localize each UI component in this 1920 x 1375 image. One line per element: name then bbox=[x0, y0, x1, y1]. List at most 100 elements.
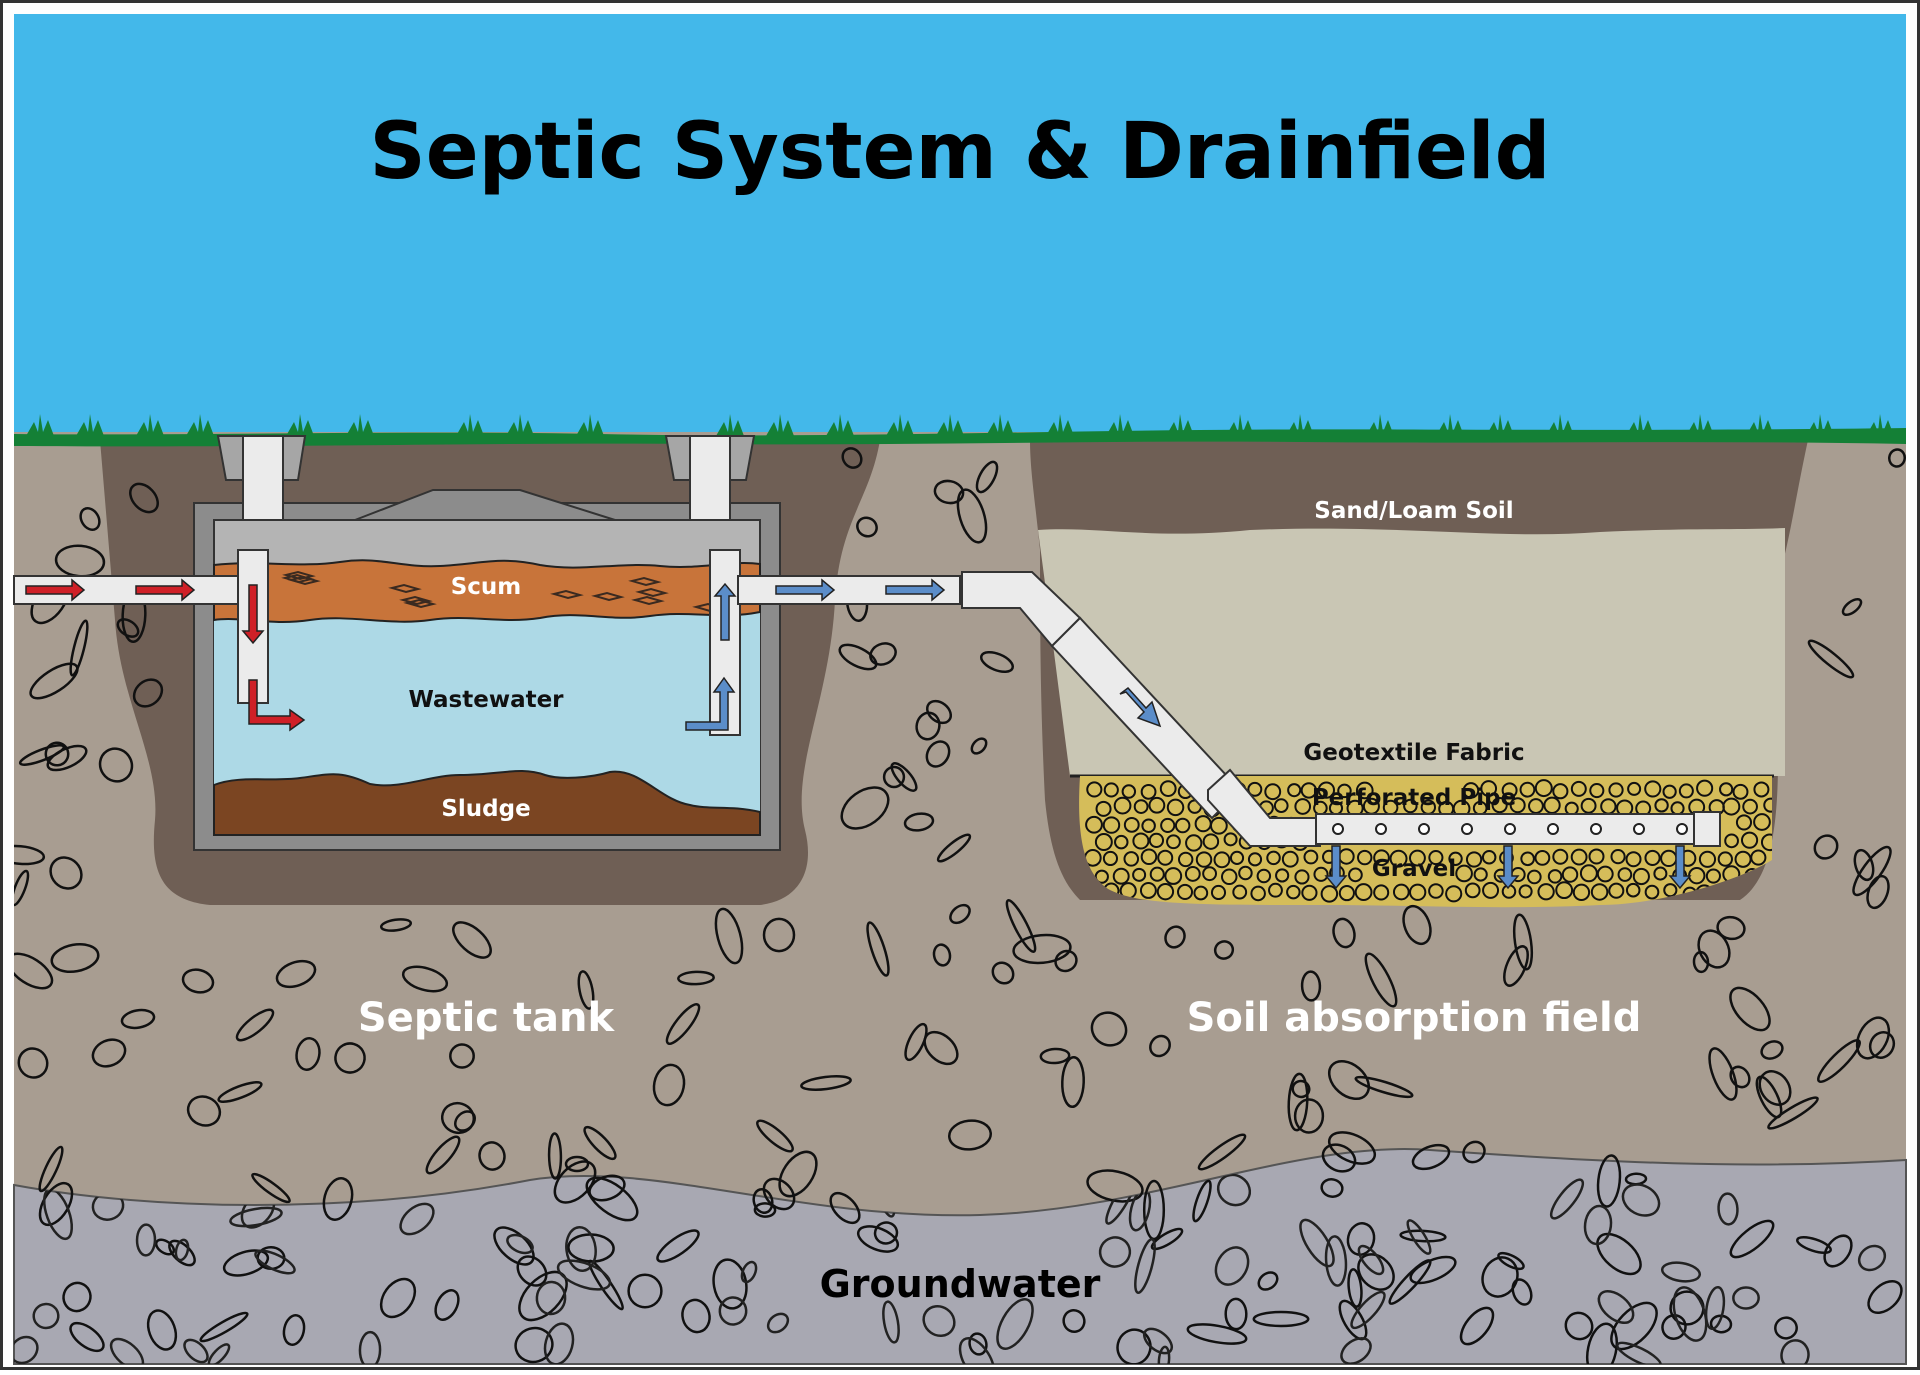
gravel-stone bbox=[1287, 783, 1302, 798]
gravel-stone bbox=[1114, 834, 1129, 850]
gravel-stone bbox=[1590, 883, 1609, 901]
soil-stone bbox=[282, 1314, 306, 1346]
groundwater-stone bbox=[882, 1300, 900, 1344]
groundwater-stone bbox=[535, 1280, 567, 1316]
soil-stone bbox=[322, 1177, 354, 1221]
grass-tuft bbox=[346, 414, 374, 436]
soil-stone bbox=[968, 1332, 988, 1356]
gravel-stone bbox=[1534, 849, 1551, 866]
gravel-stone bbox=[1519, 781, 1536, 798]
soil-stone bbox=[1142, 1179, 1166, 1241]
gravel-stone bbox=[1445, 885, 1463, 903]
gravel-stone bbox=[1644, 884, 1660, 900]
soil-stone bbox=[1481, 1256, 1519, 1298]
gravel-stone bbox=[1473, 867, 1488, 882]
soil-stone bbox=[1760, 1040, 1784, 1060]
soil-stone bbox=[656, 1229, 700, 1263]
grass-tuft bbox=[1486, 414, 1514, 436]
soil-stone bbox=[1327, 1131, 1377, 1165]
soil-stone bbox=[840, 786, 890, 830]
grass-tuft bbox=[136, 414, 164, 436]
gravel-stone bbox=[1742, 798, 1758, 815]
soil-stone bbox=[1012, 933, 1072, 965]
groundwater-stone bbox=[1142, 1327, 1174, 1355]
gravel-stone bbox=[1373, 884, 1390, 901]
soil-stone bbox=[1287, 1072, 1309, 1132]
soil-stone bbox=[425, 1135, 461, 1175]
gravel-stone bbox=[1159, 780, 1177, 798]
groundwater-stone bbox=[958, 1337, 996, 1364]
grass-tuft bbox=[1106, 414, 1134, 436]
gravel-stone bbox=[1547, 869, 1563, 884]
gravel-stone bbox=[1543, 796, 1561, 814]
gravel-stone bbox=[1428, 849, 1444, 866]
soil-stone bbox=[1716, 915, 1746, 941]
soil-stone bbox=[186, 1095, 222, 1127]
gravel-stone bbox=[1102, 816, 1121, 834]
soil-stone bbox=[915, 711, 941, 741]
groundwater-stone bbox=[1616, 1341, 1662, 1364]
gravel-stone bbox=[1294, 798, 1312, 815]
flow-arrow bbox=[135, 578, 196, 602]
soil-stone bbox=[903, 812, 935, 832]
groundwater-stone bbox=[399, 1202, 435, 1236]
gravel-stone bbox=[1428, 883, 1444, 899]
gravel-stone bbox=[1123, 816, 1140, 833]
soil-stone bbox=[1321, 1143, 1357, 1173]
groundwater-stone bbox=[996, 1298, 1034, 1350]
gravel-stone bbox=[1518, 884, 1533, 899]
gravel-stone bbox=[1644, 849, 1661, 866]
soil-stone bbox=[585, 1176, 639, 1222]
inlet-tee bbox=[237, 549, 269, 704]
groundwater-stone bbox=[1549, 1178, 1585, 1220]
scum-fleck bbox=[550, 589, 584, 600]
soil-stone bbox=[222, 1249, 270, 1277]
gravel-stone bbox=[1580, 797, 1597, 814]
groundwater-stone bbox=[1717, 1192, 1739, 1226]
groundwater-stone bbox=[1660, 1261, 1702, 1283]
soil-stone bbox=[925, 740, 951, 768]
groundwater-stone bbox=[14, 1335, 39, 1364]
gravel-stone bbox=[1717, 851, 1733, 867]
soil-stone bbox=[756, 1119, 794, 1153]
soil-stone bbox=[1511, 1278, 1533, 1306]
gravel-stone bbox=[1113, 796, 1132, 815]
soil-stone bbox=[1853, 848, 1875, 882]
label-gravel: Gravel bbox=[1372, 856, 1456, 882]
soil-stone bbox=[1005, 899, 1037, 953]
grass-tuft bbox=[1226, 414, 1254, 436]
gravel-stone bbox=[1627, 781, 1642, 796]
soil-stone bbox=[132, 678, 164, 708]
gravel-stone bbox=[1403, 798, 1418, 814]
gravel-stone bbox=[1317, 781, 1336, 799]
gravel-stone bbox=[1632, 867, 1650, 886]
soil-stone bbox=[627, 1273, 663, 1309]
soil-stone bbox=[1823, 1234, 1853, 1268]
gravel-stone bbox=[1141, 818, 1156, 834]
soil-stone bbox=[1758, 1070, 1792, 1106]
soil-stone bbox=[440, 1101, 476, 1135]
gravel-stone bbox=[1094, 869, 1109, 884]
soil-stone bbox=[838, 643, 878, 671]
soil-stone bbox=[295, 1037, 321, 1071]
label-sludge: Sludge bbox=[441, 796, 530, 822]
gravel-stone bbox=[1250, 885, 1266, 902]
groundwater-stone bbox=[1324, 1235, 1348, 1287]
gravel-stone bbox=[1102, 850, 1119, 867]
gravel-stone bbox=[1348, 867, 1363, 883]
gravel-stone bbox=[1286, 884, 1301, 900]
groundwater-stone bbox=[1134, 1237, 1156, 1295]
gravel-stone bbox=[1338, 885, 1355, 902]
soil-stone bbox=[762, 917, 796, 953]
gravel-stone bbox=[1552, 783, 1569, 800]
soil-stone bbox=[1300, 970, 1322, 1002]
label-sand-loam-soil: Sand/Loam Soil bbox=[1314, 498, 1513, 524]
perforation-hole bbox=[1461, 823, 1473, 835]
groundwater-stone bbox=[1098, 1236, 1132, 1268]
soil-stone bbox=[1164, 925, 1186, 949]
soil-stone bbox=[1054, 949, 1078, 973]
gravel-stone bbox=[1491, 797, 1508, 814]
gravel-stone bbox=[1589, 782, 1605, 799]
gravel-stone bbox=[1465, 851, 1483, 868]
groundwater-stone bbox=[922, 1304, 956, 1338]
